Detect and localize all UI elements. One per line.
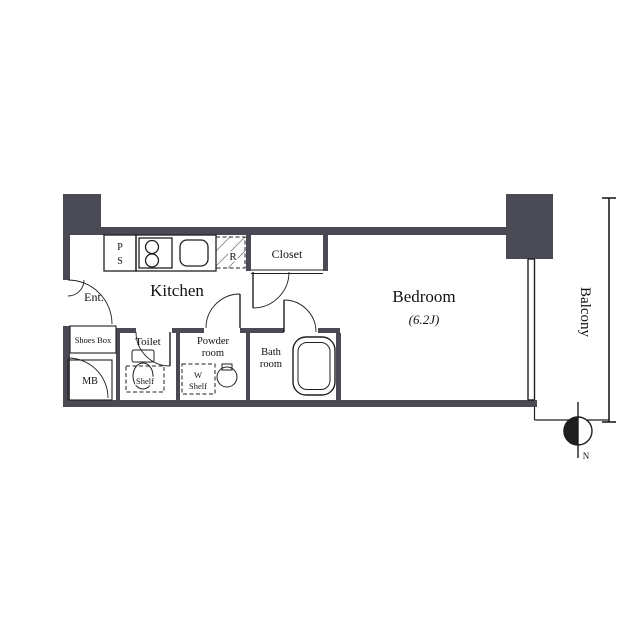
- walls-group: [63, 194, 553, 407]
- bedroom-window: [527, 258, 536, 401]
- compass: [563, 402, 593, 458]
- wall-bath-top-b: [318, 328, 340, 333]
- closet-label: Closet: [272, 247, 303, 261]
- entrance-door-arc-small: [67, 279, 85, 297]
- bedroom-size-label: (6.2J): [409, 312, 440, 327]
- compass-north-label: N: [583, 451, 590, 461]
- washer-shelf-label: Shelf: [189, 381, 207, 391]
- bath-room-label: room: [260, 359, 282, 370]
- bath-door-arc: [283, 299, 317, 333]
- entrance-label: Ent.: [84, 290, 104, 304]
- door-swings: [67, 271, 317, 399]
- bathtub-inner: [297, 342, 331, 390]
- stove-burner-icon: [144, 239, 160, 255]
- powder-door-arc: [205, 293, 241, 329]
- kitchen-label: Kitchen: [150, 281, 204, 300]
- wall-closet-right-stub: [323, 235, 328, 271]
- toilet-tank: [131, 349, 155, 363]
- basin-tap: [221, 363, 233, 371]
- pipe-space-label: P: [117, 242, 123, 253]
- kitchen-sink: [179, 239, 209, 267]
- refrigerator-space-dashed: [215, 236, 246, 269]
- refrigerator-hatch: [215, 236, 246, 269]
- toilet-shelf-label: Shelf: [136, 376, 154, 386]
- meter-box-label: MB: [82, 376, 98, 387]
- shoes-box: [69, 325, 117, 354]
- wall-top: [63, 227, 510, 235]
- refrigerator-label: R: [229, 251, 237, 263]
- washer-shelf-label: W: [194, 370, 202, 380]
- powder-room-label: room: [202, 348, 224, 359]
- toilet-label: Toilet: [135, 336, 161, 348]
- wall-bottom: [63, 400, 537, 407]
- wall-left-lower: [63, 326, 70, 404]
- pillar-top-right: [506, 194, 553, 259]
- washer-shelf-dashed: [181, 363, 216, 395]
- bedroom-label: Bedroom: [392, 287, 455, 306]
- balcony-label: Balcony: [577, 287, 593, 337]
- wall-bath-bedroom: [336, 333, 341, 402]
- wall-powder-bath: [246, 333, 250, 402]
- wall-toilet-powder: [176, 333, 180, 402]
- balcony-railing: [602, 197, 616, 423]
- wash-basin: [216, 366, 238, 388]
- toilet-bowl: [132, 362, 154, 390]
- bath-room-label: Bath: [261, 347, 282, 358]
- stove-burner-icon: [144, 253, 160, 268]
- wall-bath-top-a: [250, 328, 284, 333]
- powder-room-label: Powder: [197, 336, 230, 347]
- wall-powder-top: [240, 328, 250, 333]
- compass-half-fill: [563, 416, 579, 446]
- wall-left-upper: [63, 227, 70, 280]
- fixtures-group: [67, 197, 616, 458]
- pipe-space-label: S: [117, 256, 123, 267]
- stove-unit: [138, 237, 173, 269]
- bathtub-outer: [292, 336, 336, 396]
- labels-group: P S Kitchen R Closet Ent. Shoes Box MB T…: [75, 242, 593, 461]
- meter-box-door-arc: [67, 357, 109, 399]
- shoes-box-label: Shoes Box: [75, 335, 112, 345]
- wall-toilet-top-b: [172, 328, 204, 333]
- wall-toilet-left: [116, 328, 120, 402]
- meter-box: [67, 359, 113, 401]
- wall-closet-left-stub: [246, 235, 251, 271]
- bedroom-door-arc: [252, 271, 290, 309]
- entrance-door-arc-large: [67, 279, 113, 325]
- wall-toilet-top-a: [116, 328, 136, 333]
- toilet-door-arc: [135, 331, 171, 367]
